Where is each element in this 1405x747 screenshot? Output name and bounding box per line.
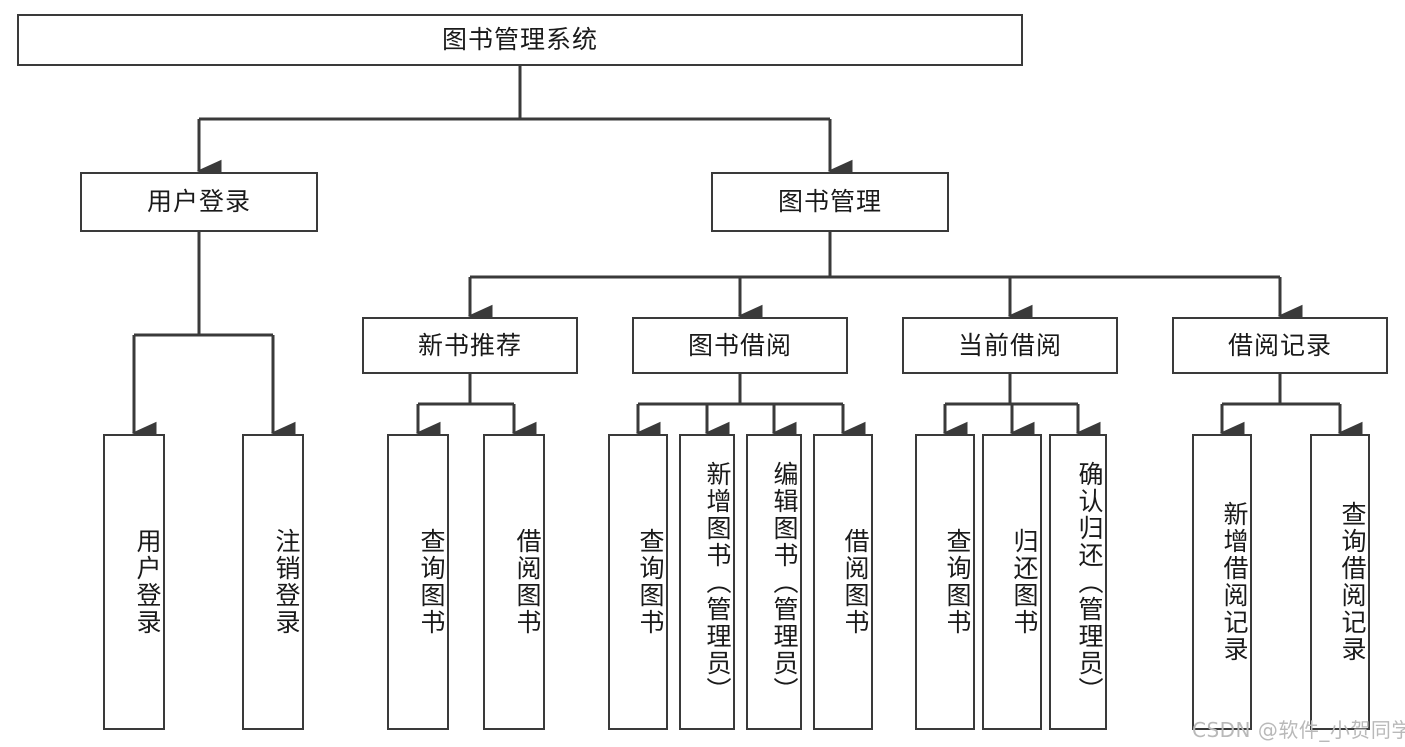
node-leaf_2[interactable]: 注销登录 <box>242 434 304 730</box>
node-leaf_11[interactable]: 确认归还（管理员） <box>1049 434 1107 730</box>
node-l2_c[interactable]: 当前借阅 <box>902 317 1118 374</box>
node-label-leaf_13: 查询借阅记录 <box>1338 501 1367 663</box>
node-label-root: 图书管理系统 <box>441 25 598 55</box>
node-label-leaf_12: 新增借阅记录 <box>1220 501 1249 663</box>
node-root[interactable]: 图书管理系统 <box>17 14 1023 66</box>
node-l2_b[interactable]: 图书借阅 <box>632 317 848 374</box>
node-label-leaf_6: 新增图书（管理员） <box>703 460 732 704</box>
node-label-l2_d: 借阅记录 <box>1227 330 1332 360</box>
node-leaf_7[interactable]: 编辑图书（管理员） <box>746 434 802 730</box>
node-label-leaf_2: 注销登录 <box>272 528 301 636</box>
node-label-leaf_11: 确认归还（管理员） <box>1075 460 1104 704</box>
node-l1_a[interactable]: 用户登录 <box>80 172 318 232</box>
node-label-leaf_5: 查询图书 <box>636 528 665 636</box>
node-label-leaf_10: 归还图书 <box>1010 528 1039 636</box>
node-label-l2_c: 当前借阅 <box>957 330 1062 360</box>
node-l1_b[interactable]: 图书管理 <box>711 172 949 232</box>
node-l2_a[interactable]: 新书推荐 <box>362 317 578 374</box>
node-leaf_6[interactable]: 新增图书（管理员） <box>679 434 735 730</box>
node-leaf_5[interactable]: 查询图书 <box>608 434 668 730</box>
node-label-leaf_4: 借阅图书 <box>513 528 542 636</box>
csdn-watermark: CSDN @软件_小贺同学 <box>1192 718 1405 742</box>
node-label-l2_a: 新书推荐 <box>417 330 522 360</box>
node-leaf_10[interactable]: 归还图书 <box>982 434 1042 730</box>
node-leaf_12[interactable]: 新增借阅记录 <box>1192 434 1252 730</box>
node-leaf_13[interactable]: 查询借阅记录 <box>1310 434 1370 730</box>
node-label-l1_b: 图书管理 <box>777 187 882 217</box>
node-leaf_4[interactable]: 借阅图书 <box>483 434 545 730</box>
node-leaf_9[interactable]: 查询图书 <box>915 434 975 730</box>
node-label-leaf_7: 编辑图书（管理员） <box>770 460 799 704</box>
node-l2_d[interactable]: 借阅记录 <box>1172 317 1388 374</box>
node-label-l1_a: 用户登录 <box>146 187 251 217</box>
node-label-l2_b: 图书借阅 <box>687 330 792 360</box>
node-leaf_3[interactable]: 查询图书 <box>387 434 449 730</box>
node-leaf_8[interactable]: 借阅图书 <box>813 434 873 730</box>
node-leaf_1[interactable]: 用户登录 <box>103 434 165 730</box>
node-label-leaf_8: 借阅图书 <box>841 528 870 636</box>
node-label-leaf_9: 查询图书 <box>943 528 972 636</box>
node-label-leaf_1: 用户登录 <box>133 528 162 636</box>
node-label-leaf_3: 查询图书 <box>417 528 446 636</box>
